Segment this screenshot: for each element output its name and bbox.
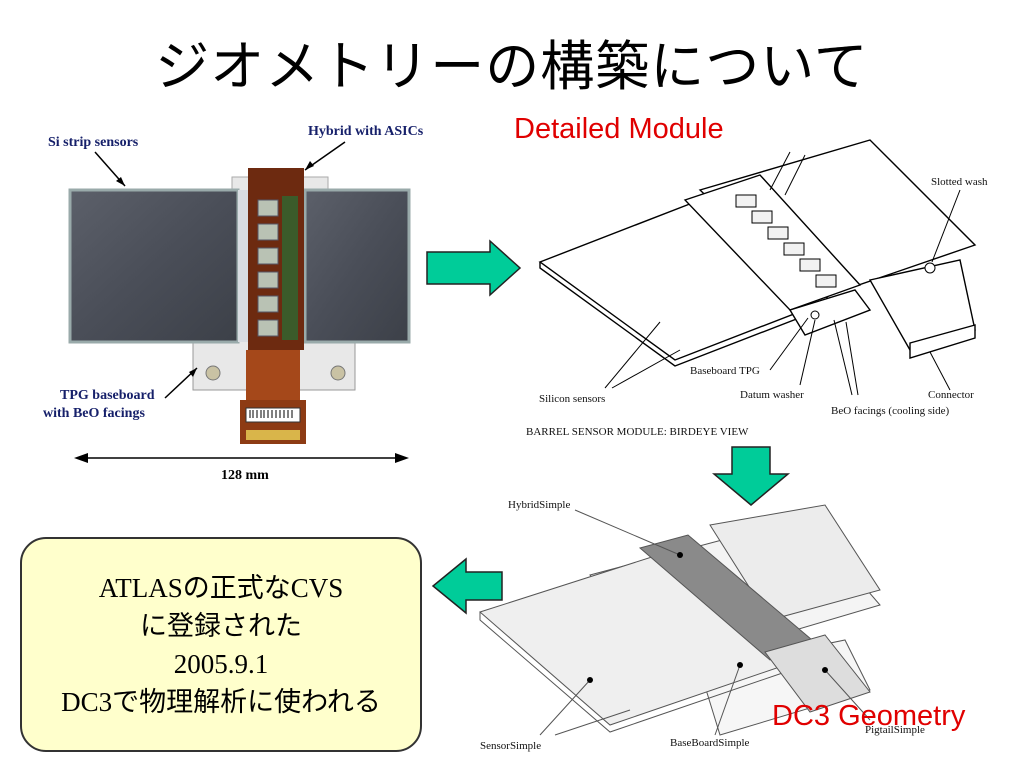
dc3-label-baseboard: BaseBoardSimple xyxy=(670,737,750,749)
arrow-down-icon xyxy=(711,444,792,508)
callout-line-2: に登録された xyxy=(140,610,302,641)
detailed-label-beo: BeO facings (cooling side) xyxy=(831,405,950,417)
detailed-module-heading: Detailed Module xyxy=(514,113,724,145)
photo-baseboard xyxy=(192,339,356,391)
arrow-right-icon xyxy=(424,238,524,298)
photo-label-tpg-1: TPG baseboard xyxy=(60,388,155,403)
dc3-label-pigtail: PigtailSimple xyxy=(865,724,925,736)
detailed-caption: BARREL SENSOR MODULE: BIRDEYE VIEW xyxy=(526,426,749,438)
dc3-label-hybrid: HybridSimple xyxy=(508,499,571,511)
callout-line-1: ATLASの正式なCVS xyxy=(98,572,344,603)
photo-label-sensors: Si strip sensors xyxy=(48,135,139,150)
dc3-geometry-heading: DC3 Geometry xyxy=(772,700,966,732)
arrow-left-icon xyxy=(430,556,506,616)
photo-sensor-left xyxy=(68,188,240,344)
detailed-label-connector: Connector xyxy=(928,389,974,401)
photo-hybrid xyxy=(248,168,304,350)
photo-label-tpg-2: with BeO facings xyxy=(43,406,145,421)
callout-line-4: DC3で物理解析に使われる xyxy=(61,686,381,717)
detailed-label-baseboard: Baseboard TPG xyxy=(690,365,760,377)
callout-box: ATLASの正式なCVS に登録された 2005.9.1 DC3で物理解析に使わ… xyxy=(20,537,422,752)
slide-title: ジオメトリーの構築について xyxy=(155,35,869,98)
callout-line-3: 2005.9.1 xyxy=(173,648,269,679)
detailed-label-silicon: Silicon sensors xyxy=(539,393,606,405)
photo-label-hybrid: Hybrid with ASICs xyxy=(308,124,424,139)
photo-sensor-right xyxy=(303,188,411,344)
photo-label-width: 128 mm xyxy=(221,468,269,483)
detailed-label-datum: Datum washer xyxy=(740,389,804,401)
dc3-label-sensor: SensorSimple xyxy=(480,740,542,752)
detailed-label-slotted: Slotted wash xyxy=(931,176,988,188)
